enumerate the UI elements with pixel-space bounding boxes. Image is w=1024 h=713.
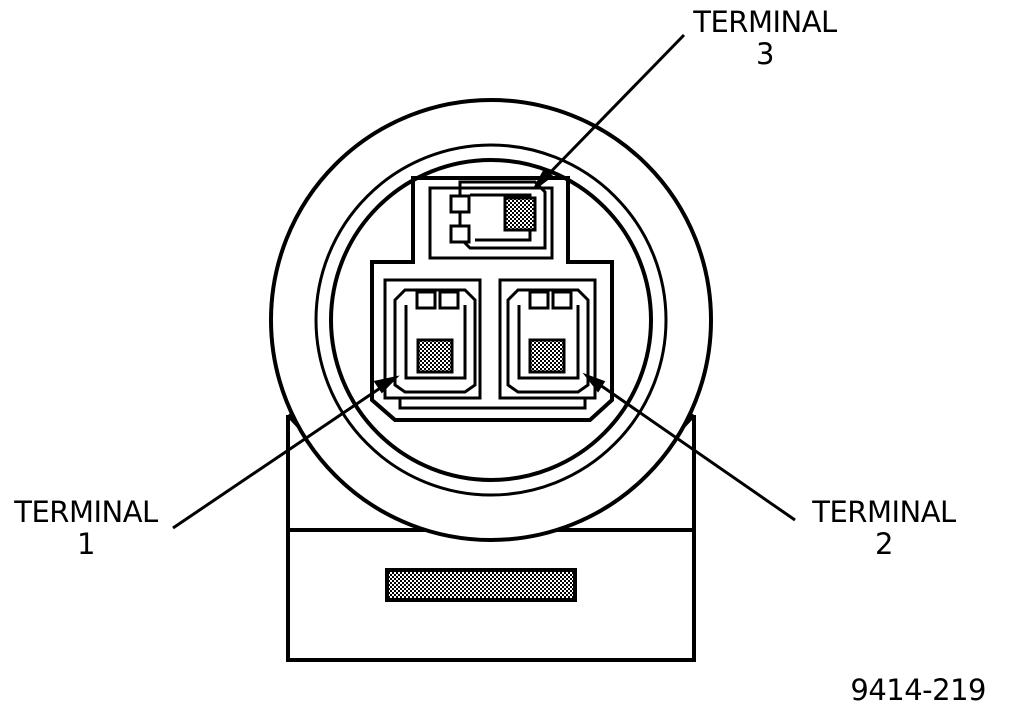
leader-terminal-1 [172, 378, 393, 530]
label-terminal-3-line1: TERMINAL [693, 5, 837, 39]
leader-terminal-2 [589, 376, 796, 522]
label-terminal-2-line1: TERMINAL [812, 495, 956, 529]
label-terminal-3-line2: 3 [756, 37, 774, 71]
leader-terminal-3 [536, 33, 686, 187]
figure-id: 9414-219 [850, 673, 986, 707]
connector-face [269, 98, 713, 542]
terminal-1-contact [393, 288, 477, 394]
label-terminal-1-line2: 1 [77, 527, 95, 561]
terminal-3-contact [449, 180, 547, 250]
leader-lines [172, 33, 796, 530]
label-terminal-1-line1: TERMINAL [14, 495, 158, 529]
label-terminal-2-line2: 2 [875, 527, 893, 561]
terminal-2-contact [506, 288, 590, 394]
latch-slot [385, 568, 577, 602]
label-terminal-2: TERMINAL 2 [800, 496, 968, 560]
label-terminal-1: TERMINAL 1 [2, 496, 170, 560]
terminal-cavity [370, 176, 614, 422]
label-terminal-3: TERMINAL 3 [675, 6, 855, 70]
